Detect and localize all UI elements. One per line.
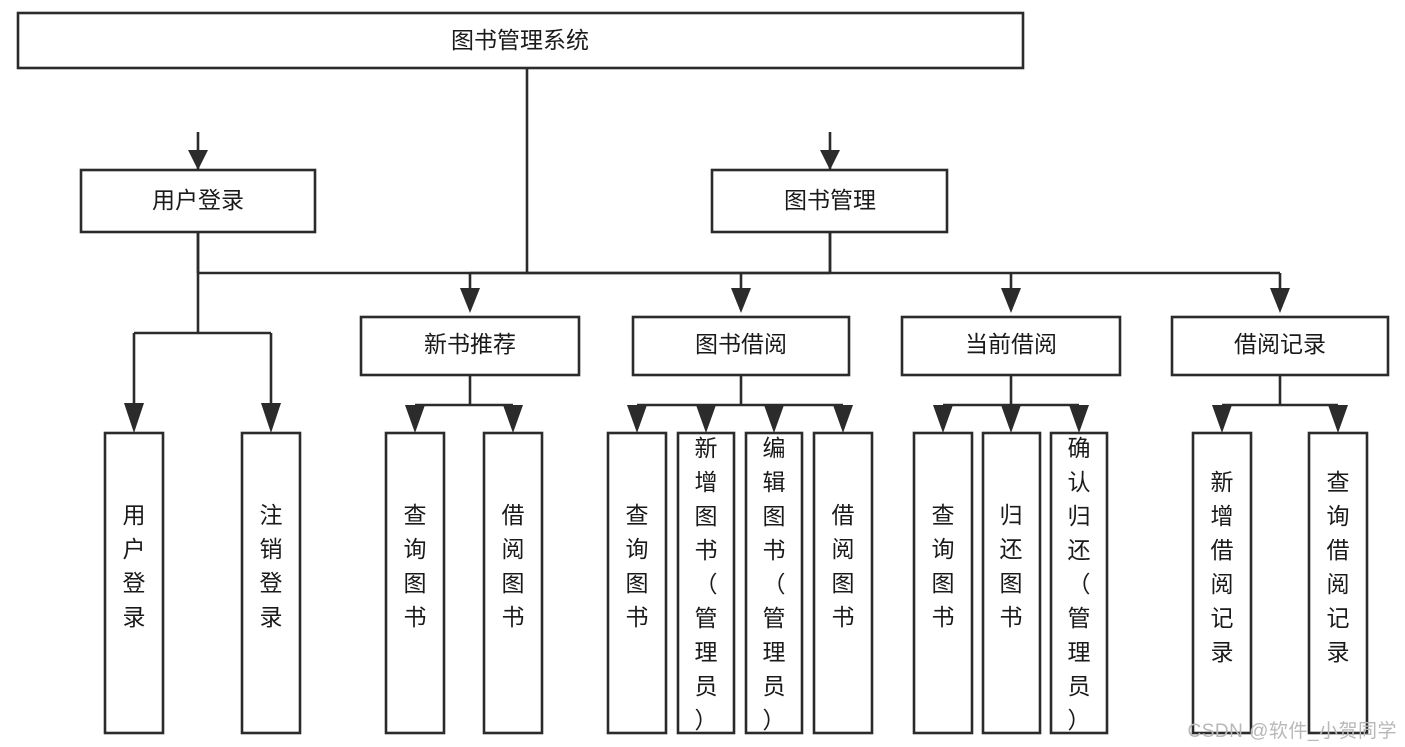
node-book-management[interactable]: 图书管理 bbox=[710, 168, 949, 234]
arrowhead-cl2 bbox=[1001, 405, 1021, 433]
connector-group-newbook-to-leaves bbox=[405, 375, 523, 433]
node-user-login[interactable]: 用户登录 bbox=[79, 168, 317, 234]
arrowhead-rl1 bbox=[1212, 405, 1232, 433]
node-borrow-record[interactable]: 借阅记录 bbox=[1170, 315, 1390, 377]
node-book-borrow-box[interactable] bbox=[631, 315, 851, 377]
leaf-node-query-book-1-label: 查询图书 bbox=[404, 502, 427, 630]
leaf-node-logout-box[interactable] bbox=[240, 431, 302, 735]
connector-group-bookmgmt-to-level3 bbox=[460, 232, 1290, 313]
leaf-node-return-book[interactable]: 归还图书 bbox=[981, 431, 1042, 735]
leaf-node-add-borrow-record-label: 新增借阅记录 bbox=[1211, 469, 1234, 665]
node-user-login-box[interactable] bbox=[79, 168, 317, 234]
arrowhead-nb1 bbox=[405, 405, 425, 433]
node-borrow-record-box[interactable] bbox=[1170, 315, 1390, 377]
leaf-node-add-borrow-record[interactable]: 新增借阅记录 bbox=[1191, 431, 1253, 735]
leaf-node-user-login-label: 用户登录 bbox=[123, 502, 146, 630]
leaf-node-borrow-book-1[interactable]: 借阅图书 bbox=[482, 431, 544, 735]
leaf-node-query-book-3-box[interactable] bbox=[912, 431, 974, 735]
leaf-node-borrow-book-1-label: 借阅图书 bbox=[502, 502, 525, 630]
arrow-root-to-book-mgmt bbox=[820, 150, 840, 170]
leaf-node-query-book-2-box[interactable] bbox=[606, 431, 668, 735]
node-new-book-recommend[interactable]: 新书推荐 bbox=[359, 315, 581, 377]
arrowhead-leaf-logout bbox=[261, 403, 281, 433]
node-book-borrow-label: 图书借阅 bbox=[695, 331, 787, 357]
node-borrow-record-label: 借阅记录 bbox=[1234, 331, 1326, 357]
node-root[interactable]: 图书管理系统 bbox=[16, 11, 1025, 70]
leaf-node-query-book-3[interactable]: 查询图书 bbox=[912, 431, 974, 735]
arrowhead-borrow bbox=[731, 288, 751, 313]
leaf-node-add-book-admin-box[interactable] bbox=[676, 431, 736, 735]
leaf-node-add-book-admin[interactable]: 新增图书（管理员） bbox=[676, 431, 736, 735]
leaf-node-edit-book-admin-label: 编辑图书（管理员） bbox=[763, 435, 786, 733]
connector-group-borrow-to-leaves bbox=[627, 375, 853, 433]
csdn-watermark: CSDN @软件_小贺同学 bbox=[1187, 721, 1397, 742]
leaf-node-return-book-box[interactable] bbox=[981, 431, 1042, 735]
node-book-borrow[interactable]: 图书借阅 bbox=[631, 315, 851, 377]
leaf-node-add-book-admin-label: 新增图书（管理员） bbox=[695, 435, 718, 733]
node-current-borrow-label: 当前借阅 bbox=[965, 331, 1057, 357]
leaf-node-logout-label: 注销登录 bbox=[260, 502, 283, 630]
node-root-label: 图书管理系统 bbox=[451, 27, 589, 53]
leaf-node-query-borrow-record-box[interactable] bbox=[1307, 431, 1369, 735]
leaf-node-confirm-return-admin[interactable]: 确认归还（管理员） bbox=[1049, 431, 1109, 735]
leaf-node-edit-book-admin-box[interactable] bbox=[744, 431, 804, 735]
arrowhead-cl3 bbox=[1069, 405, 1089, 433]
connector-group-record-to-leaves bbox=[1212, 375, 1348, 433]
arrowhead-bl1 bbox=[627, 405, 647, 433]
node-user-login-label: 用户登录 bbox=[152, 187, 244, 213]
leaf-node-edit-book-admin[interactable]: 编辑图书（管理员） bbox=[744, 431, 804, 735]
leaf-node-query-book-3-label: 查询图书 bbox=[932, 502, 955, 630]
leaf-node-query-borrow-record[interactable]: 查询借阅记录 bbox=[1307, 431, 1369, 735]
arrowhead-leaf-userlogin bbox=[124, 403, 144, 433]
arrow-root-to-user-login bbox=[188, 150, 208, 170]
leaf-node-confirm-return-admin-label: 确认归还（管理员） bbox=[1068, 435, 1091, 733]
node-root-box[interactable] bbox=[16, 11, 1025, 70]
leaf-node-user-login-box[interactable] bbox=[103, 431, 165, 735]
leaf-node-query-book-2-label: 查询图书 bbox=[626, 502, 649, 630]
leaf-node-return-book-label: 归还图书 bbox=[1000, 502, 1023, 630]
leaf-node-query-borrow-record-label: 查询借阅记录 bbox=[1327, 469, 1350, 665]
arrowhead-bl3 bbox=[764, 405, 784, 433]
node-new-book-recommend-box[interactable] bbox=[359, 315, 581, 377]
arrowhead-record bbox=[1270, 288, 1290, 313]
leaf-node-confirm-return-admin-box[interactable] bbox=[1049, 431, 1109, 735]
leaf-node-add-borrow-record-box[interactable] bbox=[1191, 431, 1253, 735]
arrowhead-bl4 bbox=[833, 405, 853, 433]
leaf-node-query-book-1[interactable]: 查询图书 bbox=[384, 431, 446, 735]
leaf-node-logout[interactable]: 注销登录 bbox=[240, 431, 302, 735]
node-book-management-box[interactable] bbox=[710, 168, 949, 234]
leaf-node-borrow-book-2-box[interactable] bbox=[812, 431, 874, 735]
arrowhead-book-mgmt bbox=[820, 150, 840, 170]
connector-group-current-to-leaves bbox=[933, 375, 1089, 433]
leaf-node-query-book-2[interactable]: 查询图书 bbox=[606, 431, 668, 735]
leaf-node-borrow-book-2-label: 借阅图书 bbox=[832, 502, 855, 630]
arrowhead-cl1 bbox=[933, 405, 953, 433]
leaf-node-borrow-book-2[interactable]: 借阅图书 bbox=[812, 431, 874, 735]
leaf-node-user-login[interactable]: 用户登录 bbox=[103, 431, 165, 735]
connector-group-userlogin-to-leaves bbox=[124, 232, 281, 433]
arrowhead-newbook bbox=[460, 288, 480, 313]
arrowhead-user-login bbox=[188, 150, 208, 170]
node-current-borrow[interactable]: 当前借阅 bbox=[900, 315, 1122, 377]
arrowhead-bl2 bbox=[696, 405, 716, 433]
arrowhead-nb2 bbox=[503, 405, 523, 433]
leaf-node-query-book-1-box[interactable] bbox=[384, 431, 446, 735]
leaf-node-borrow-book-1-box[interactable] bbox=[482, 431, 544, 735]
node-new-book-recommend-label: 新书推荐 bbox=[424, 331, 516, 357]
arrowhead-current bbox=[1001, 288, 1021, 313]
node-book-management-label: 图书管理 bbox=[784, 187, 876, 213]
node-current-borrow-box[interactable] bbox=[900, 315, 1122, 377]
arrowhead-rl2 bbox=[1328, 405, 1348, 433]
